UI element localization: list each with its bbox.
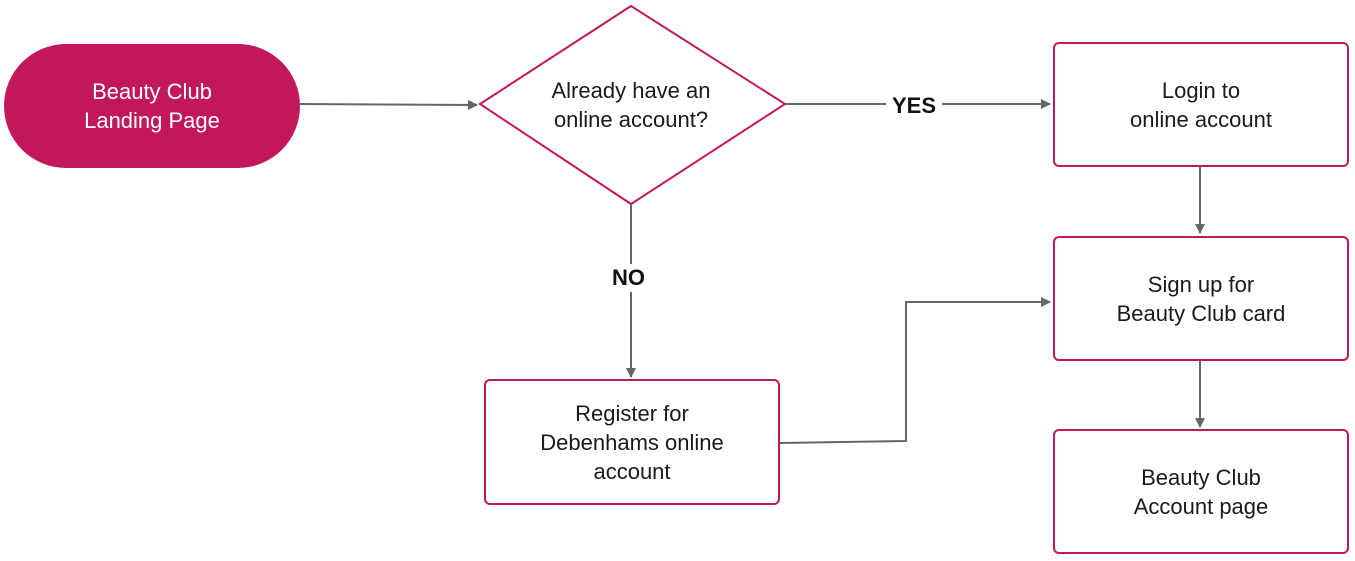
arrow-start-to-decision [299,99,478,110]
decision-node: Already have an online account? [520,74,742,136]
account-page-node: Beauty Club Account page [1053,429,1349,554]
arrow-register-to-signup [779,297,1051,444]
start-node: Beauty Club Landing Page [4,44,300,168]
yes-edge-label: YES [886,92,943,120]
signup-node: Sign up for Beauty Club card [1053,236,1349,361]
decision-node-label: Already have an online account? [551,78,711,132]
login-node: Login to online account [1053,42,1349,167]
signup-node-label: Sign up for Beauty Club card [1116,271,1286,326]
no-edge-label: NO [606,264,651,292]
register-node: Register for Debenhams online account [484,379,780,505]
login-node-label: Login to online account [1130,77,1272,132]
account-page-node-label: Beauty Club Account page [1133,464,1269,519]
register-node-label: Register for Debenhams online account [540,400,724,484]
start-node-label: Beauty Club Landing Page [84,79,220,133]
